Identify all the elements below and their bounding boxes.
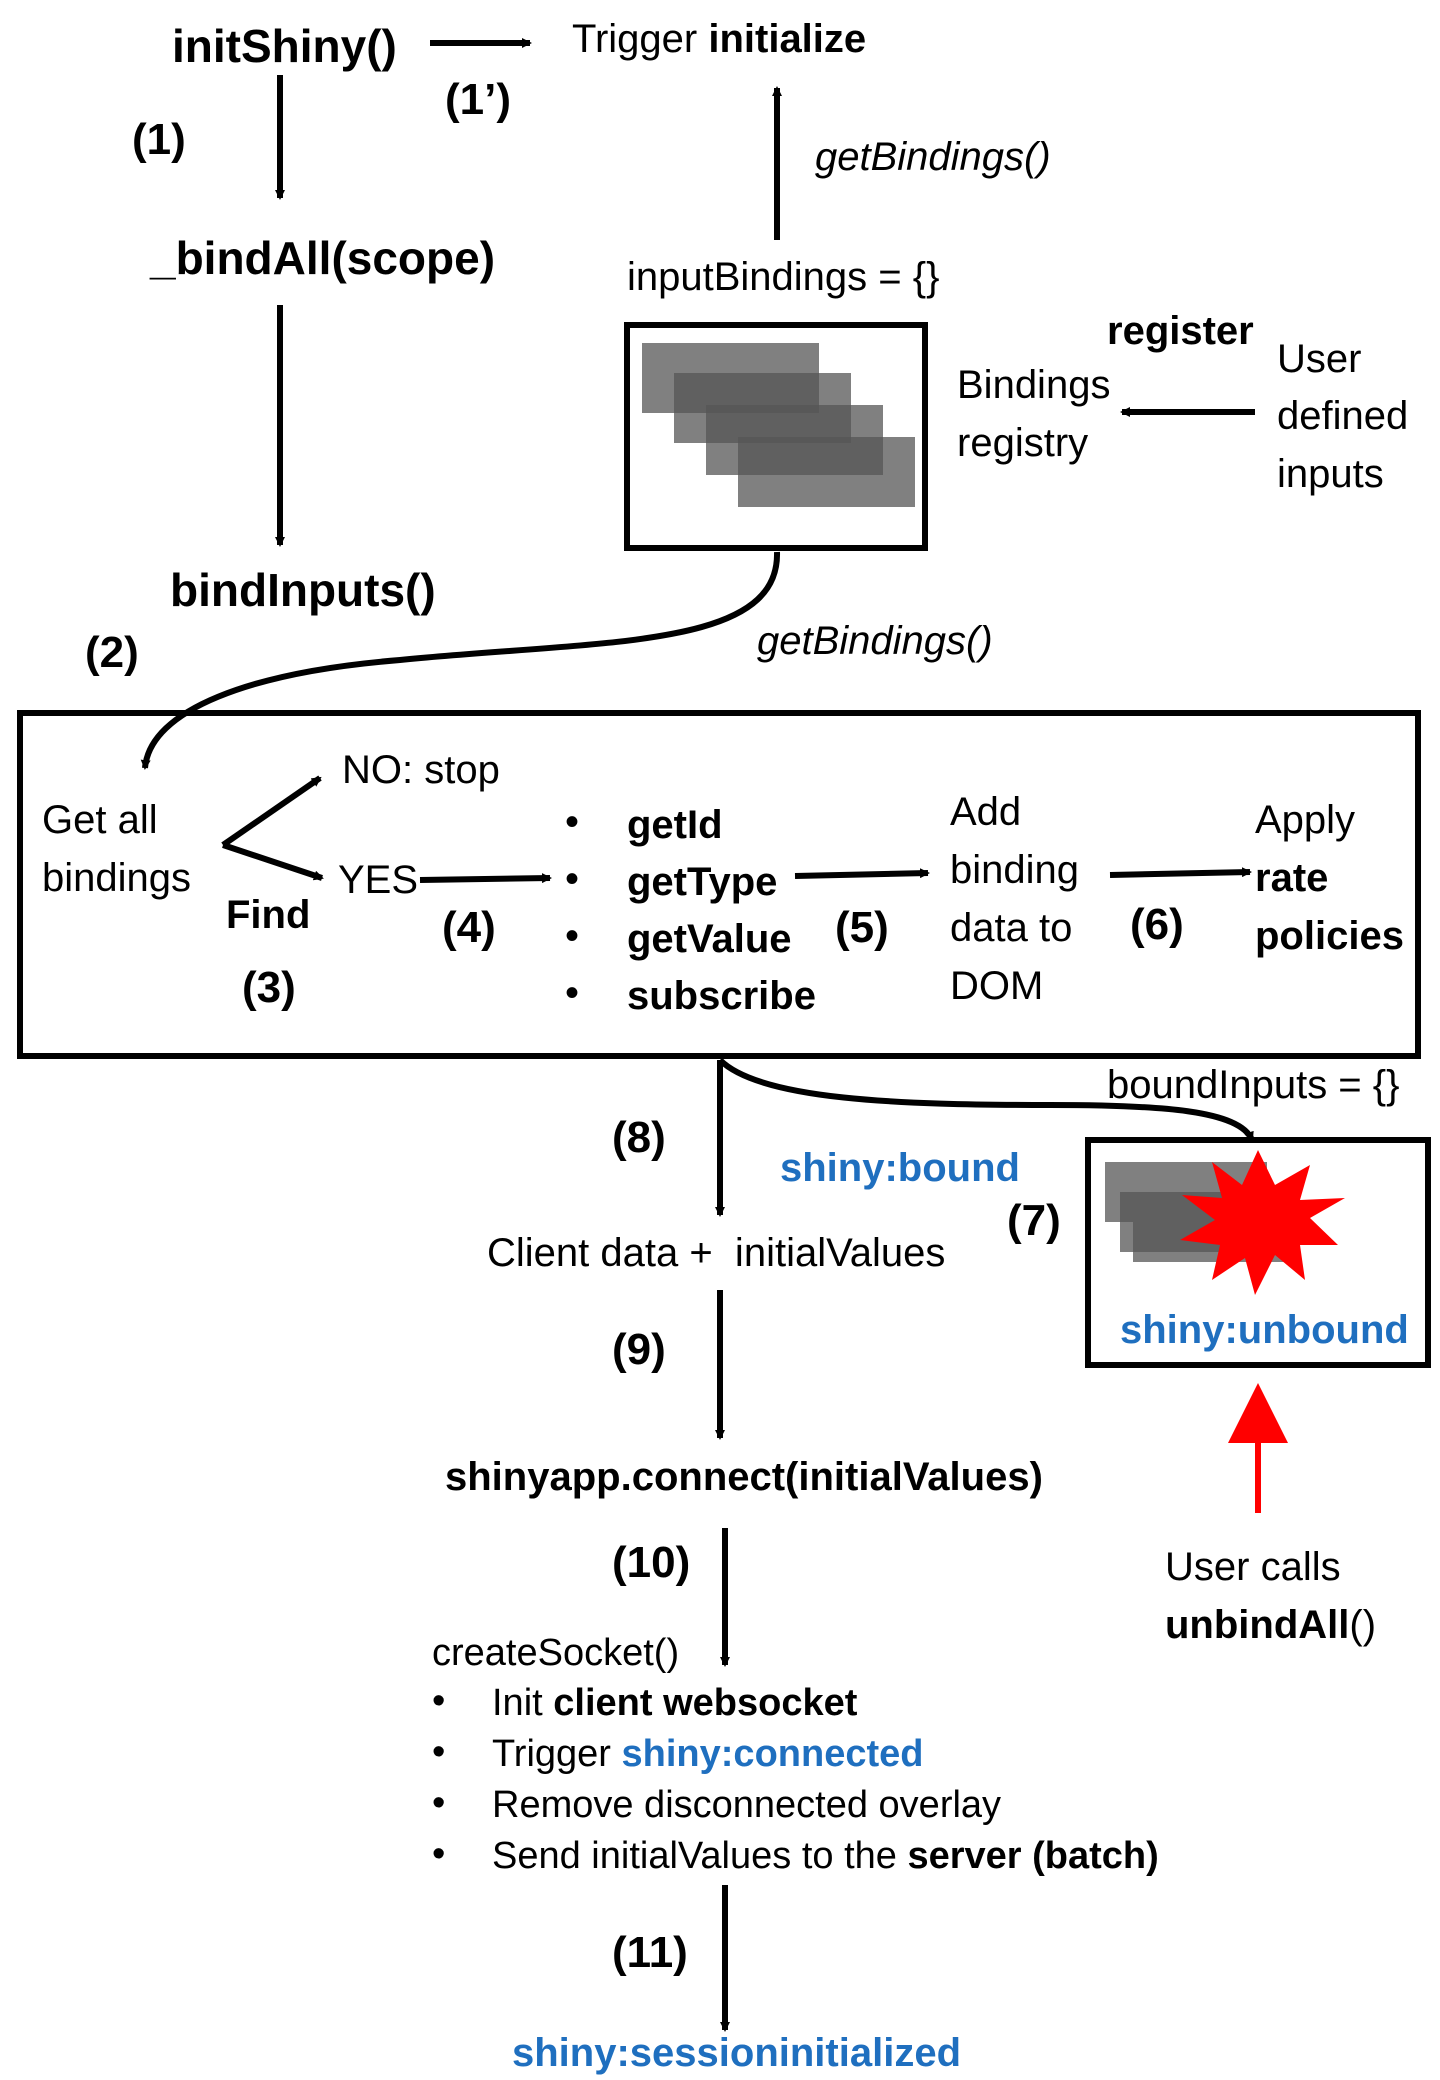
step-9: (9) [612,1325,666,1374]
socket-item-2-prefix: Trigger [492,1733,611,1775]
arrow-find-to-yes [222,842,324,881]
socket-item-1-bold: client websocket [553,1682,858,1724]
step-8: (8) [612,1113,666,1162]
get-bindings-top-label: getBindings() [815,135,1051,179]
user-calls-label: User calls [1165,1545,1341,1589]
step-4: (4) [442,903,496,952]
register-label: register [1107,309,1254,353]
binding-stack-icon [642,343,915,507]
add-line-3: data to [950,906,1073,950]
add-line-1: Add [950,790,1022,834]
yes-label: YES [338,858,419,902]
step-5: (5) [835,903,889,952]
add-line-4: DOM [950,964,1044,1008]
step-1-prime: (1’) [445,75,511,124]
add-line-2: binding [950,848,1080,892]
client-data-label: Client data + initialValues [487,1231,946,1275]
method-subscribe: subscribe [627,974,816,1018]
socket-item-1-prefix: Init [492,1682,543,1724]
bound-inputs-label: boundInputs = {} [1107,1063,1400,1107]
step-6: (6) [1130,900,1184,949]
step-2: (2) [85,628,139,677]
method-bullet-2: • [565,857,580,901]
socket-item-2-blue: shiny:connected [621,1733,924,1775]
method-get-id: getId [627,803,723,847]
trigger-prefix: Trigger [572,17,698,61]
no-stop-label: NO: stop [342,748,500,792]
socket-item-4-prefix: Send initialValues to the [492,1835,897,1877]
arrow-add-to-apply [1109,867,1252,878]
socket-bullet-3: • [432,1782,446,1824]
user-defined-line-1: User [1277,337,1362,381]
shiny-bound-label: shiny:bound [780,1146,1020,1190]
explosion-icon [1180,1150,1345,1295]
process-box [17,710,1421,1059]
apply-line-3: policies [1255,914,1404,958]
find-label: Find [226,893,311,937]
method-get-value: getValue [627,917,792,961]
arrow-find-to-no [221,775,322,848]
apply-line-2: rate [1255,856,1329,900]
connect-label: shinyapp.connect(initialValues) [445,1455,1043,1499]
trigger-initialize: initialize [708,17,867,61]
get-bindings-mid-label: getBindings() [757,619,993,663]
step-11: (11) [612,1928,688,1977]
bind-inputs-label: bindInputs() [170,564,436,616]
method-bullet-1: • [565,800,580,844]
socket-item-4-bold: server (batch) [907,1835,1159,1877]
get-all-line-1: Get all [42,798,158,842]
arrow-yes-to-methods [419,873,552,884]
arrow-methods-to-add [794,868,930,879]
step-7: (7) [1007,1196,1061,1245]
step-10: (10) [612,1538,691,1587]
socket-item-3: Remove disconnected overlay [492,1784,1002,1826]
bind-all-label: _bindAll(scope) [150,232,496,284]
socket-item-2: Trigger shiny:connected [492,1731,923,1779]
session-initialized-label: shiny:sessioninitialized [512,2031,962,2075]
shiny-unbound-label: shiny:unbound [1120,1308,1409,1352]
step-3: (3) [242,963,296,1012]
unbind-all-bold: unbindAll [1165,1603,1350,1647]
arrow-process-to-bound [717,1057,1255,1142]
socket-bullet-1: • [432,1680,446,1722]
input-bindings-label: inputBindings = {} [627,255,940,299]
method-bullet-3: • [565,914,580,958]
get-all-line-2: bindings [42,856,192,900]
apply-line-1: Apply [1255,798,1356,842]
socket-bullet-2: • [432,1731,446,1773]
unbind-all-paren: () [1349,1603,1377,1647]
create-socket-label: createSocket() [432,1632,680,1674]
socket-item-1: Init client websocket [492,1680,857,1728]
bindings-registry-line-1: Bindings [957,363,1111,407]
user-defined-line-2: defined [1277,394,1409,438]
user-defined-line-3: inputs [1277,452,1384,496]
socket-item-4: Send initialValues to the server (batch) [492,1833,1159,1881]
socket-bullet-4: • [432,1833,446,1875]
step-1: (1) [132,115,186,164]
method-bullet-4: • [565,971,580,1015]
init-shiny-label: initShiny() [172,20,397,72]
unbind-all-label: unbindAll() [1165,1600,1376,1650]
bindings-registry-line-2: registry [957,421,1089,465]
method-get-type: getType [627,860,778,904]
trigger-initialize-label: Trigger initialize [572,14,866,64]
